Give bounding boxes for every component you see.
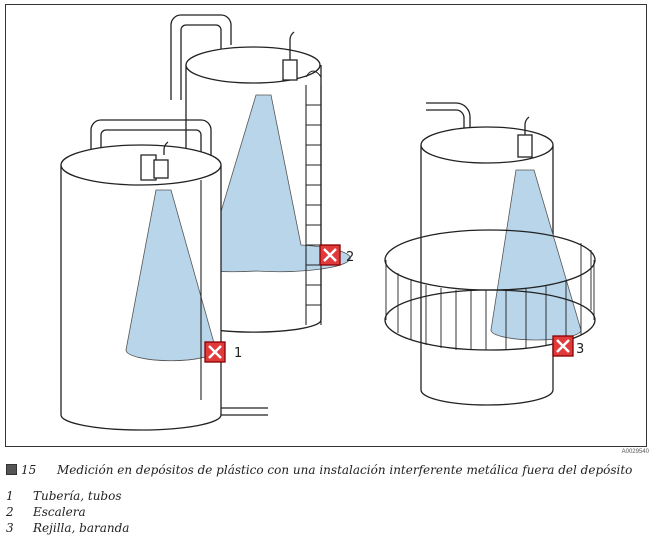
tank-3 — [384, 102, 596, 406]
legend-text: Escalera — [33, 505, 86, 519]
legend-text: Rejilla, baranda — [33, 521, 130, 535]
legend-number: 2 — [6, 505, 14, 519]
legend-number: 3 — [6, 521, 14, 535]
legend-item: 3 Rejilla, baranda — [6, 521, 129, 535]
interference-marker-1: 1 — [204, 341, 242, 363]
legend-item: 2 Escalera — [6, 505, 86, 519]
interference-marker-3: 3 — [552, 335, 584, 357]
tank-1 — [60, 119, 268, 431]
legend-item: 1 Tubería, tubos — [6, 489, 122, 503]
marker-label-1: 1 — [234, 346, 242, 361]
legend-text: Tubería, tubos — [33, 489, 122, 503]
caption-text: Medición en depósitos de plástico con un… — [57, 463, 633, 477]
marker-label-2: 2 — [346, 250, 354, 265]
illustration-frame: 1 2 3 — [5, 4, 647, 447]
legend-number: 1 — [6, 489, 14, 503]
tank-illustration: 1 2 3 — [60, 14, 596, 431]
figure-number: 15 — [21, 463, 37, 477]
figure-caption: 15 Medición en depósitos de plástico con … — [6, 463, 632, 477]
figure-icon — [6, 464, 17, 475]
figure-code: A0029540 — [621, 449, 649, 455]
marker-label-3: 3 — [576, 342, 584, 357]
interference-marker-2: 2 — [319, 244, 354, 266]
